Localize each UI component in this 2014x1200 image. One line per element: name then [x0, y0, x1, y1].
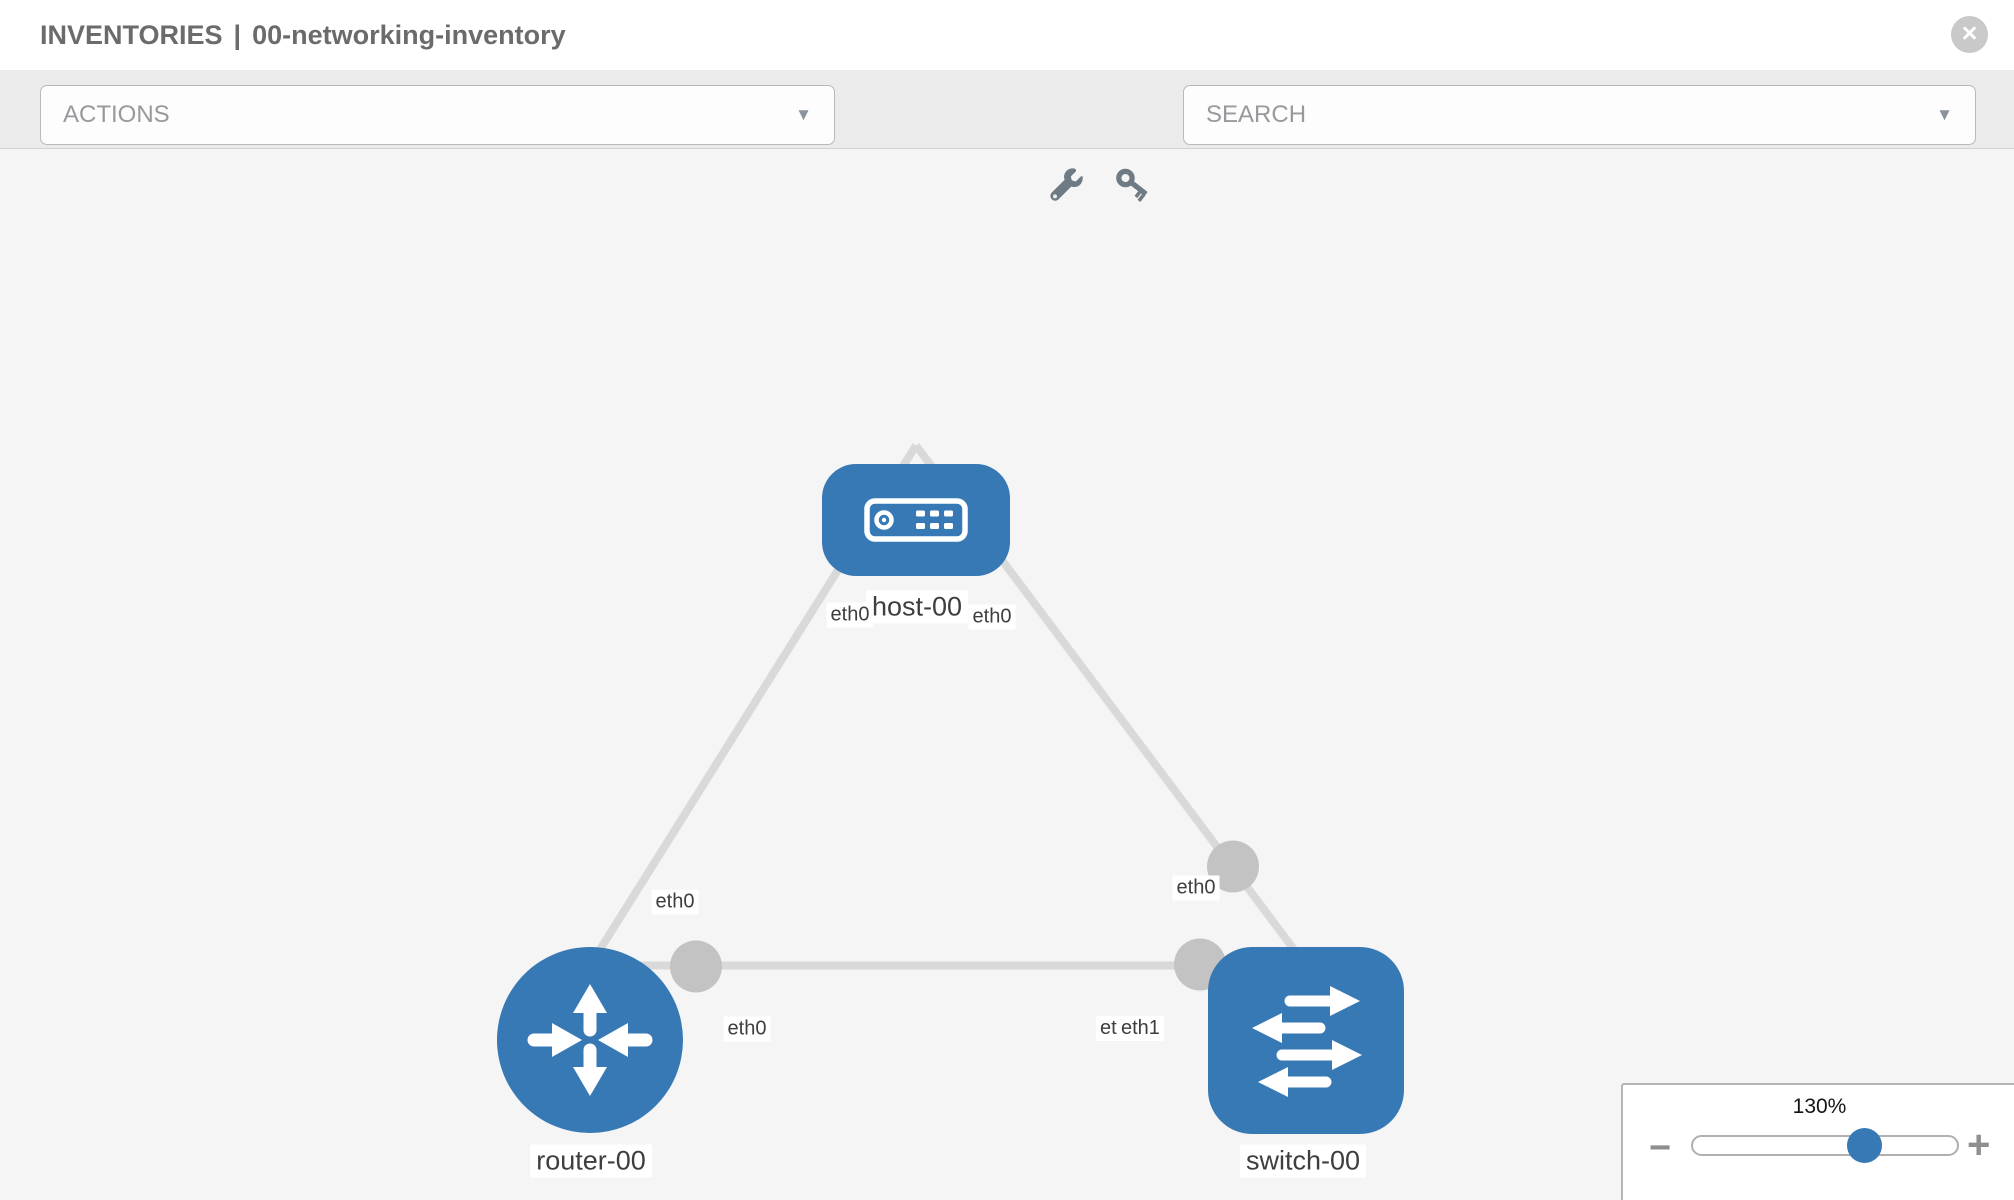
edges-layer: [586, 443, 1310, 993]
topology-canvas[interactable]: host-00 router-00 switch-00 eth0 eth0 et…: [0, 149, 2014, 1200]
key-icon[interactable]: [1115, 167, 1153, 205]
zoom-slider-track[interactable]: [1691, 1135, 1959, 1156]
interface-label-router-to-host: eth0: [651, 889, 699, 915]
zoom-control-panel: 130% − +: [1621, 1083, 2014, 1200]
search-dropdown[interactable]: SEARCH ▼: [1183, 85, 1976, 145]
router-icon: [527, 984, 653, 1096]
actions-dropdown-label: ACTIONS: [63, 101, 170, 128]
host-icon: [864, 498, 968, 542]
chevron-down-icon: ▼: [795, 105, 812, 124]
interface-label-switch-to-host: eth0: [1172, 875, 1220, 901]
zoom-level-value: 130%: [1792, 1095, 1847, 1118]
interface-label-switch-to-router: eth1: [1117, 1016, 1164, 1041]
breadcrumb-inventories-link[interactable]: INVENTORIES: [40, 19, 223, 50]
interface-label-router-to-switch: eth0: [723, 1016, 771, 1042]
switch-icon: [1252, 985, 1362, 1097]
search-dropdown-label: SEARCH: [1206, 101, 1307, 128]
node-host-00[interactable]: [822, 464, 1010, 576]
port-circle-router-eth0: [670, 940, 722, 993]
node-label-router: router-00: [530, 1144, 652, 1178]
node-label-switch: switch-00: [1239, 1144, 1367, 1178]
interface-label-host-to-switch: eth0: [968, 604, 1016, 630]
breadcrumb-separator: |: [233, 19, 242, 50]
node-switch-00[interactable]: [1208, 947, 1404, 1134]
node-router-00[interactable]: [497, 947, 683, 1133]
toolbar: ACTIONS ▼ SEARCH ▼: [0, 70, 2014, 202]
node-label-host: host-00: [865, 590, 969, 624]
actions-dropdown[interactable]: ACTIONS ▼: [40, 85, 835, 145]
zoom-in-button[interactable]: +: [1967, 1123, 1991, 1167]
chevron-down-icon: ▼: [1936, 105, 1953, 124]
zoom-out-button[interactable]: −: [1649, 1127, 1672, 1169]
header: INVENTORIES | 00-networking-inventory ×: [0, 0, 2014, 70]
breadcrumb: INVENTORIES | 00-networking-inventory: [40, 0, 566, 70]
zoom-slider-thumb[interactable]: [1847, 1128, 1882, 1163]
interface-label-host-to-router: eth0: [826, 602, 874, 628]
wrench-icon[interactable]: [1048, 167, 1086, 205]
port-circle-switch-eth0: [1207, 840, 1259, 893]
page-title: 00-networking-inventory: [252, 19, 566, 50]
close-icon[interactable]: ×: [1951, 16, 1988, 53]
